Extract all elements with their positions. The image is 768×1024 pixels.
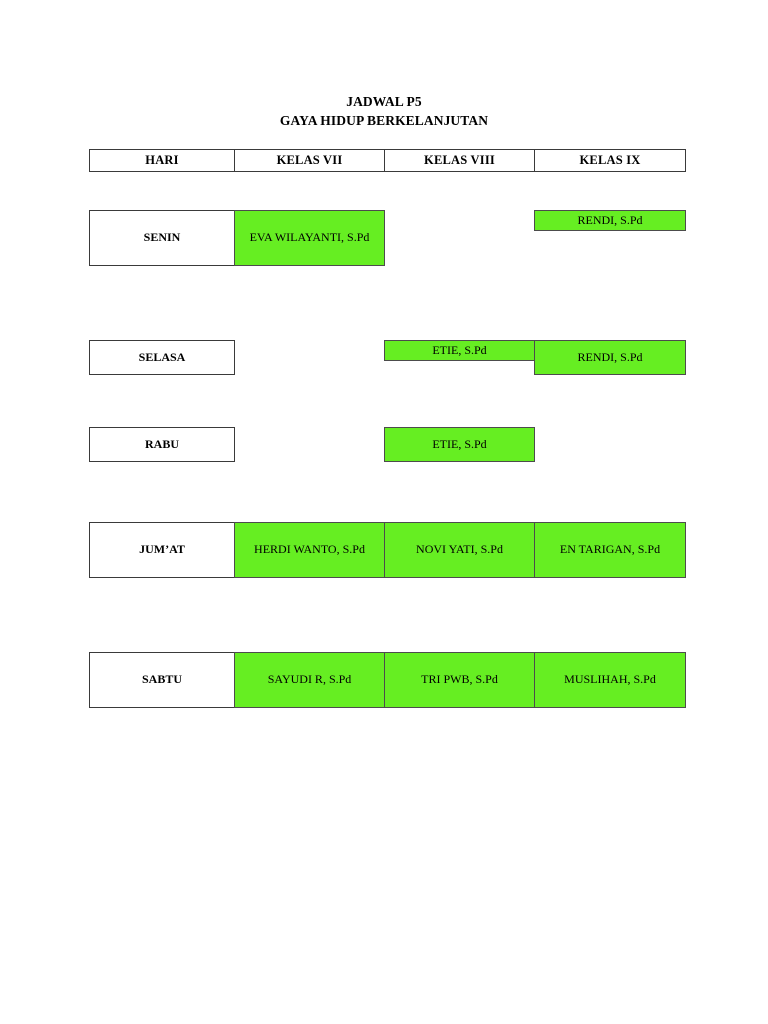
page-title-line-2: GAYA HIDUP BERKELANJUTAN — [279, 113, 489, 128]
cell-sabtu-kelas-viii: TRI PWB, S.Pd — [384, 652, 535, 708]
table-row: SENIN EVA WILAYANTI, S.Pd RENDI, S.Pd — [89, 210, 686, 267]
column-header-hari: HARI — [89, 149, 235, 172]
cell-jumat-kelas-ix: EN TARIGAN, S.Pd — [534, 522, 686, 578]
cell-selasa-kelas-viii: ETIE, S.Pd — [384, 340, 535, 361]
cell-rabu-kelas-viii: ETIE, S.Pd — [384, 427, 535, 462]
column-header-kelas-ix: KELAS IX — [534, 149, 686, 172]
cell-jumat-kelas-viii: NOVI YATI, S.Pd — [384, 522, 535, 578]
column-header-kelas-viii: KELAS VIII — [384, 149, 535, 172]
cell-sabtu-kelas-vii: SAYUDI R, S.Pd — [234, 652, 385, 708]
day-label-senin: SENIN — [89, 210, 235, 266]
day-label-selasa: SELASA — [89, 340, 235, 375]
table-header-row: HARI KELAS VII KELAS VIII KELAS IX — [89, 149, 686, 172]
cell-senin-kelas-ix: RENDI, S.Pd — [534, 210, 686, 231]
day-label-jumat: JUM’AT — [89, 522, 235, 578]
day-label-rabu: RABU — [89, 427, 235, 462]
cell-sabtu-kelas-ix: MUSLIHAH, S.Pd — [534, 652, 686, 708]
document-title-block: JADWAL P5 GAYA HIDUP BERKELANJUTAN — [0, 92, 768, 130]
cell-jumat-kelas-vii: HERDI WANTO, S.Pd — [234, 522, 385, 578]
table-row: SABTU SAYUDI R, S.Pd TRI PWB, S.Pd MUSLI… — [89, 652, 686, 708]
table-row: SELASA ETIE, S.Pd RENDI, S.Pd — [89, 340, 686, 375]
table-row: JUM’AT HERDI WANTO, S.Pd NOVI YATI, S.Pd… — [89, 522, 686, 578]
day-label-sabtu: SABTU — [89, 652, 235, 708]
column-header-kelas-vii: KELAS VII — [234, 149, 385, 172]
page-title-line-1: JADWAL P5 — [346, 94, 422, 109]
cell-senin-kelas-vii: EVA WILAYANTI, S.Pd — [234, 210, 385, 266]
table-row: RABU ETIE, S.Pd — [89, 427, 686, 466]
cell-selasa-kelas-ix: RENDI, S.Pd — [534, 340, 686, 375]
schedule-table: HARI KELAS VII KELAS VIII KELAS IX SENIN… — [89, 149, 686, 708]
